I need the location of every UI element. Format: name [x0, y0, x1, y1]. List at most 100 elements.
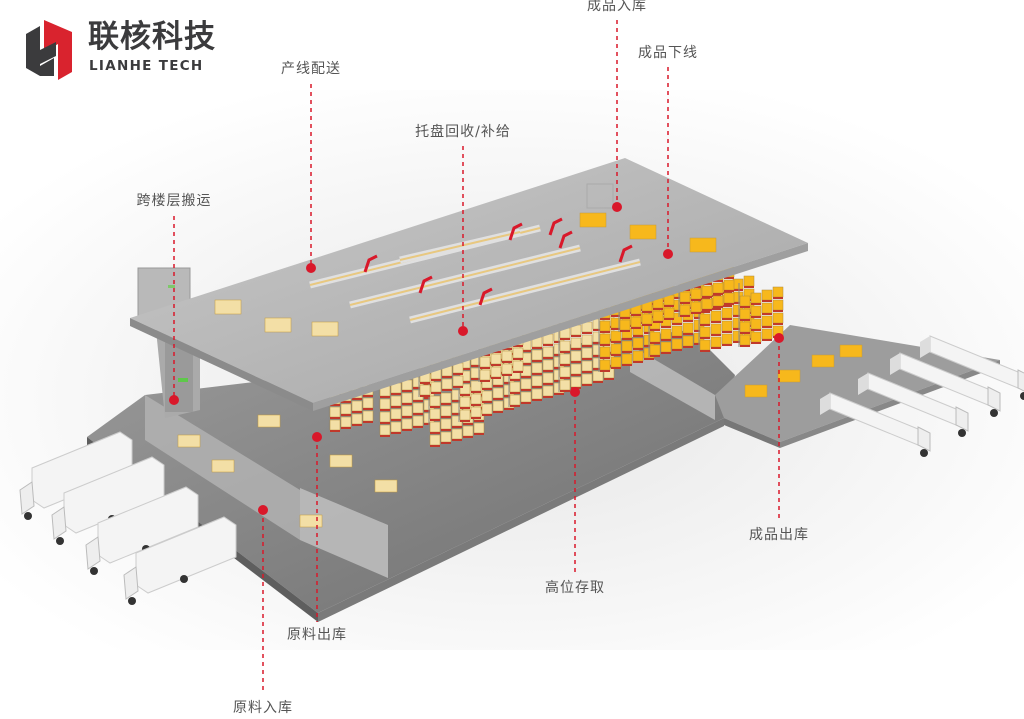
- truck-wheel: [920, 449, 928, 457]
- floor-pallet: [177, 434, 201, 448]
- pallet-box: [690, 301, 702, 313]
- pallet: [582, 332, 592, 334]
- pallet: [452, 439, 462, 441]
- pallet: [341, 427, 351, 429]
- pallet: [560, 351, 570, 353]
- pallet-box: [621, 340, 633, 352]
- pallet-box: [570, 350, 582, 362]
- pallet: [391, 393, 401, 395]
- pallet: [453, 373, 463, 375]
- pallet: [330, 430, 340, 432]
- pallet: [593, 329, 603, 331]
- pallet: [702, 296, 712, 298]
- pallet-box: [772, 312, 784, 324]
- pallet-box: [649, 344, 661, 356]
- pallet: [521, 350, 531, 352]
- pallet: [622, 364, 632, 366]
- pallet-box: [649, 331, 661, 343]
- pallet: [363, 408, 373, 410]
- pallet: [611, 354, 621, 356]
- pallet-box: [340, 416, 352, 428]
- pallet: [453, 386, 463, 388]
- pallet-box: [412, 402, 424, 414]
- truck: [920, 335, 1024, 400]
- callout-dot: [458, 326, 468, 336]
- pallet-box: [481, 403, 493, 415]
- truck-cab: [917, 426, 931, 452]
- pallet: [430, 445, 440, 447]
- pallet: [452, 426, 462, 428]
- pallet-box: [721, 320, 733, 332]
- pallet: [631, 327, 641, 329]
- pallet-box: [542, 385, 554, 397]
- pallet-box: [581, 334, 593, 346]
- callout-dot: [570, 387, 580, 397]
- pallet: [491, 351, 501, 353]
- pallet-box: [470, 406, 482, 418]
- pallet: [431, 392, 441, 394]
- conveyor-goods: [409, 261, 641, 321]
- pallet: [474, 420, 484, 422]
- pallet: [532, 386, 542, 388]
- pallet: [413, 413, 423, 415]
- pallet: [722, 331, 732, 333]
- pallet: [413, 426, 423, 428]
- pallet: [593, 368, 603, 370]
- pallet-box: [379, 411, 391, 423]
- pallet: [510, 379, 520, 381]
- pallet: [611, 367, 621, 369]
- pallet-box: [723, 292, 735, 304]
- pallet-box: [632, 337, 644, 349]
- pallet: [713, 293, 723, 295]
- truck-wheel: [56, 537, 64, 545]
- pallet-box: [641, 313, 653, 325]
- pallet-box: [570, 337, 582, 349]
- floor-pallet: [211, 459, 235, 473]
- pallet-box: [739, 321, 751, 333]
- pallet: [391, 406, 401, 408]
- pallet-box: [390, 421, 402, 433]
- pallet: [722, 305, 732, 307]
- pallet: [480, 367, 490, 369]
- label-cross-floor-transport: 跨楼层搬运: [136, 193, 212, 209]
- pallet-box: [462, 425, 474, 437]
- pallet: [582, 358, 592, 360]
- label-line-delivery: 产线配送: [281, 61, 341, 77]
- pallet-box: [479, 356, 491, 368]
- pallet-box: [570, 376, 582, 388]
- pallet: [402, 390, 412, 392]
- pallet: [633, 335, 643, 337]
- pallet: [420, 395, 430, 397]
- conveyor-goods: [399, 231, 521, 261]
- pallet-box: [452, 375, 464, 387]
- pallet: [722, 344, 732, 346]
- pallet-box: [699, 339, 711, 351]
- floor-pallet: [299, 514, 323, 528]
- pallet: [513, 358, 523, 360]
- pallet: [751, 316, 761, 318]
- pallet-stack: [689, 237, 717, 253]
- pallet: [463, 423, 473, 425]
- pallet: [611, 341, 621, 343]
- pallet: [700, 337, 710, 339]
- pallet-box: [390, 395, 402, 407]
- pallet-box: [459, 409, 471, 421]
- pallet-box: [723, 279, 735, 291]
- pallet-box: [660, 328, 672, 340]
- pallet: [740, 306, 750, 308]
- pallet: [691, 312, 701, 314]
- pallet-box: [652, 310, 664, 322]
- conveyor-goods: [349, 247, 581, 306]
- pallet-box: [401, 405, 413, 417]
- pallet: [593, 381, 603, 383]
- pallet: [724, 303, 734, 305]
- pallet-box: [619, 319, 631, 331]
- truck-wheel: [1020, 392, 1024, 400]
- pallet-box: [599, 359, 611, 371]
- pallet: [430, 432, 440, 434]
- pallet: [672, 349, 682, 351]
- pallet-box: [710, 336, 722, 348]
- pallet: [751, 342, 761, 344]
- pallet: [502, 361, 512, 363]
- pallet: [683, 320, 693, 322]
